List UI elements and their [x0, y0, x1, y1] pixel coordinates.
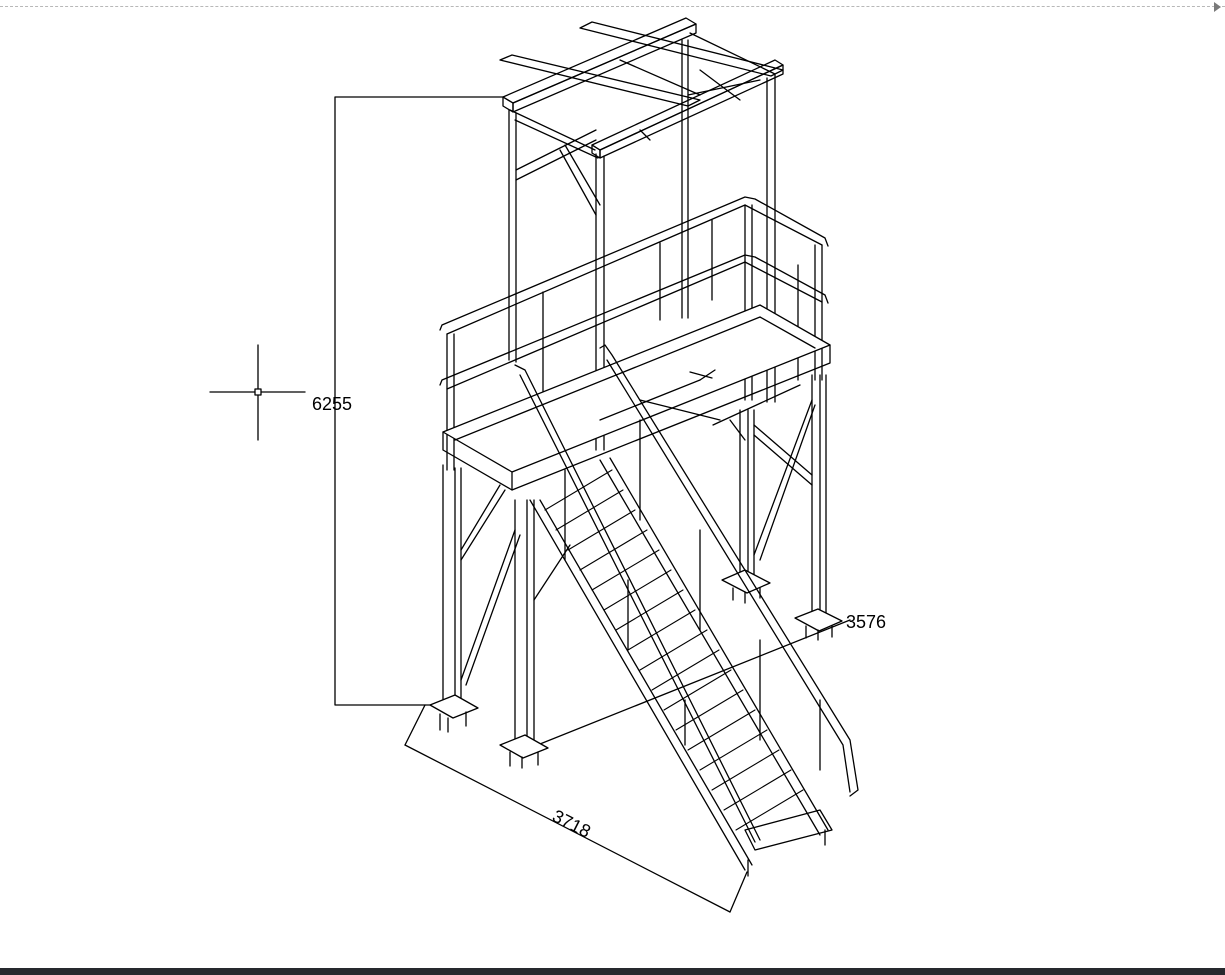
platform-handrail [439, 196, 829, 471]
crosshair-cursor-icon [209, 344, 306, 441]
width-dimension-line [404, 704, 748, 913]
triangle-right-icon[interactable] [1214, 2, 1221, 12]
status-bar [0, 968, 1225, 975]
support-columns [442, 374, 827, 741]
height-dimension-label: 6255 [312, 394, 352, 414]
staircase [529, 457, 833, 877]
base-plates [429, 569, 843, 769]
height-dimension-line [334, 96, 504, 706]
platform-deck [442, 304, 831, 491]
width-dimension-label: 3718 [549, 806, 594, 842]
viewport-top-border [0, 6, 1225, 7]
depth-dimension-label: 3576 [846, 612, 886, 632]
stair-handrails [514, 344, 859, 843]
depth-dimension-line [529, 619, 851, 749]
top-frame [499, 17, 784, 159]
